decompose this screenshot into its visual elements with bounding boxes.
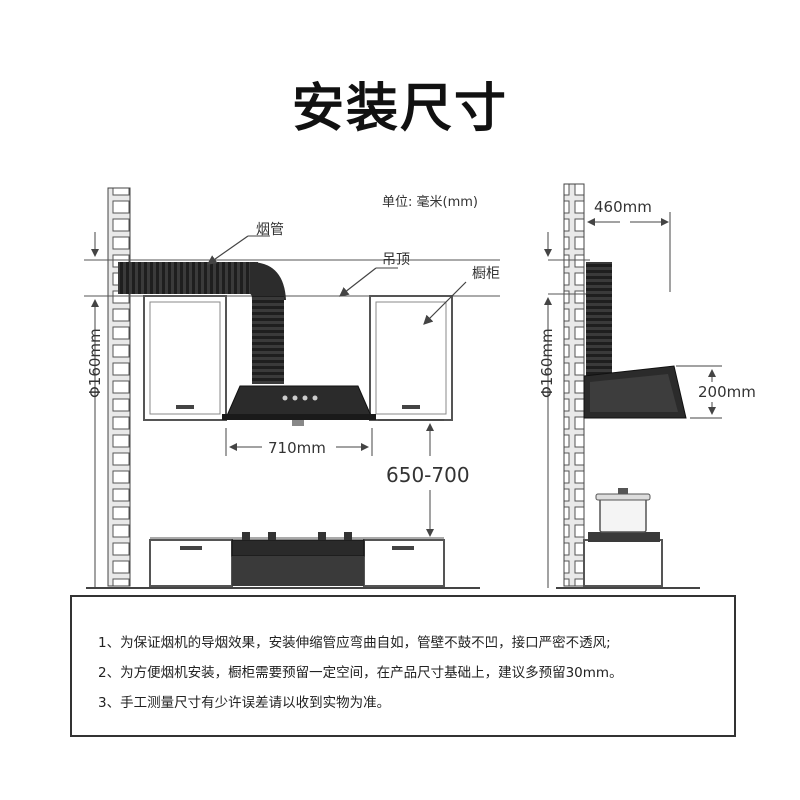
note-1: 1、为保证烟机的导烟效果，安装伸缩管应弯曲自如，管壁不鼓不凹，接口严密不透风; [98,635,611,651]
burner-knob-1 [242,532,250,540]
base-cabinet-right-handle [392,546,414,550]
hood-button-3 [302,395,308,401]
depth-label: 460mm [594,198,652,216]
pot-body [599,497,647,533]
wall-cabinet-left [143,295,227,421]
hood-button-2 [292,395,298,401]
burner-knob-2 [268,532,276,540]
install-height-label: 650-700 [386,463,470,487]
base-cabinet-left-handle [180,546,202,550]
side-base-cabinet [583,539,663,587]
wall-cabinet-right [369,295,453,421]
stove-body [232,556,364,586]
range-hood-lamp [292,420,304,426]
pot-lid-knob [618,488,628,494]
flue-pipe-bend [250,262,286,300]
note-3: 3、手工测量尺寸有少许误差请以收到实物为准。 [98,695,391,711]
cabinet-label: 橱柜 [472,266,500,282]
brick-wall-left [107,187,131,587]
side-cooktop [588,532,660,542]
page-title: 安装尺寸 [291,79,508,139]
cabinet-callout [423,281,467,325]
ceiling-callout [339,267,377,297]
ceiling-label: 吊顶 [382,252,410,268]
hood-height-label: 200mm [698,383,756,401]
hood-width-label: 710mm [268,439,326,457]
cabinet-handle-left [176,405,194,409]
unit-label: 单位: 毫米(mm) [382,194,478,210]
pot-lid [595,493,651,501]
flue-pipe-label: 烟管 [256,222,284,238]
range-hood-bottom [222,414,376,420]
side-flue-pipe [586,262,612,378]
range-hood-body [225,385,373,419]
note-2: 2、为方便烟机安装，橱柜需要预留一定空间，在产品尺寸基础上，建议多预留30mm。 [98,665,623,681]
cabinet-handle-right [402,405,420,409]
flue-pipe-vertical [252,296,284,384]
brick-wall-right [563,183,585,587]
burner-knob-3 [318,532,326,540]
hood-button-4 [312,395,318,401]
flue-pipe-callout [207,235,249,265]
burner-knob-4 [344,532,352,540]
pipe-height-label-right: Φ160mm [538,328,556,398]
flue-pipe-horizontal [118,262,258,294]
cooktop [231,539,365,557]
notes-box: 1、为保证烟机的导烟效果，安装伸缩管应弯曲自如，管壁不鼓不凹，接口严密不透风; … [70,595,736,737]
hood-button-1 [282,395,288,401]
pipe-height-label-left: Φ160mm [86,328,104,398]
